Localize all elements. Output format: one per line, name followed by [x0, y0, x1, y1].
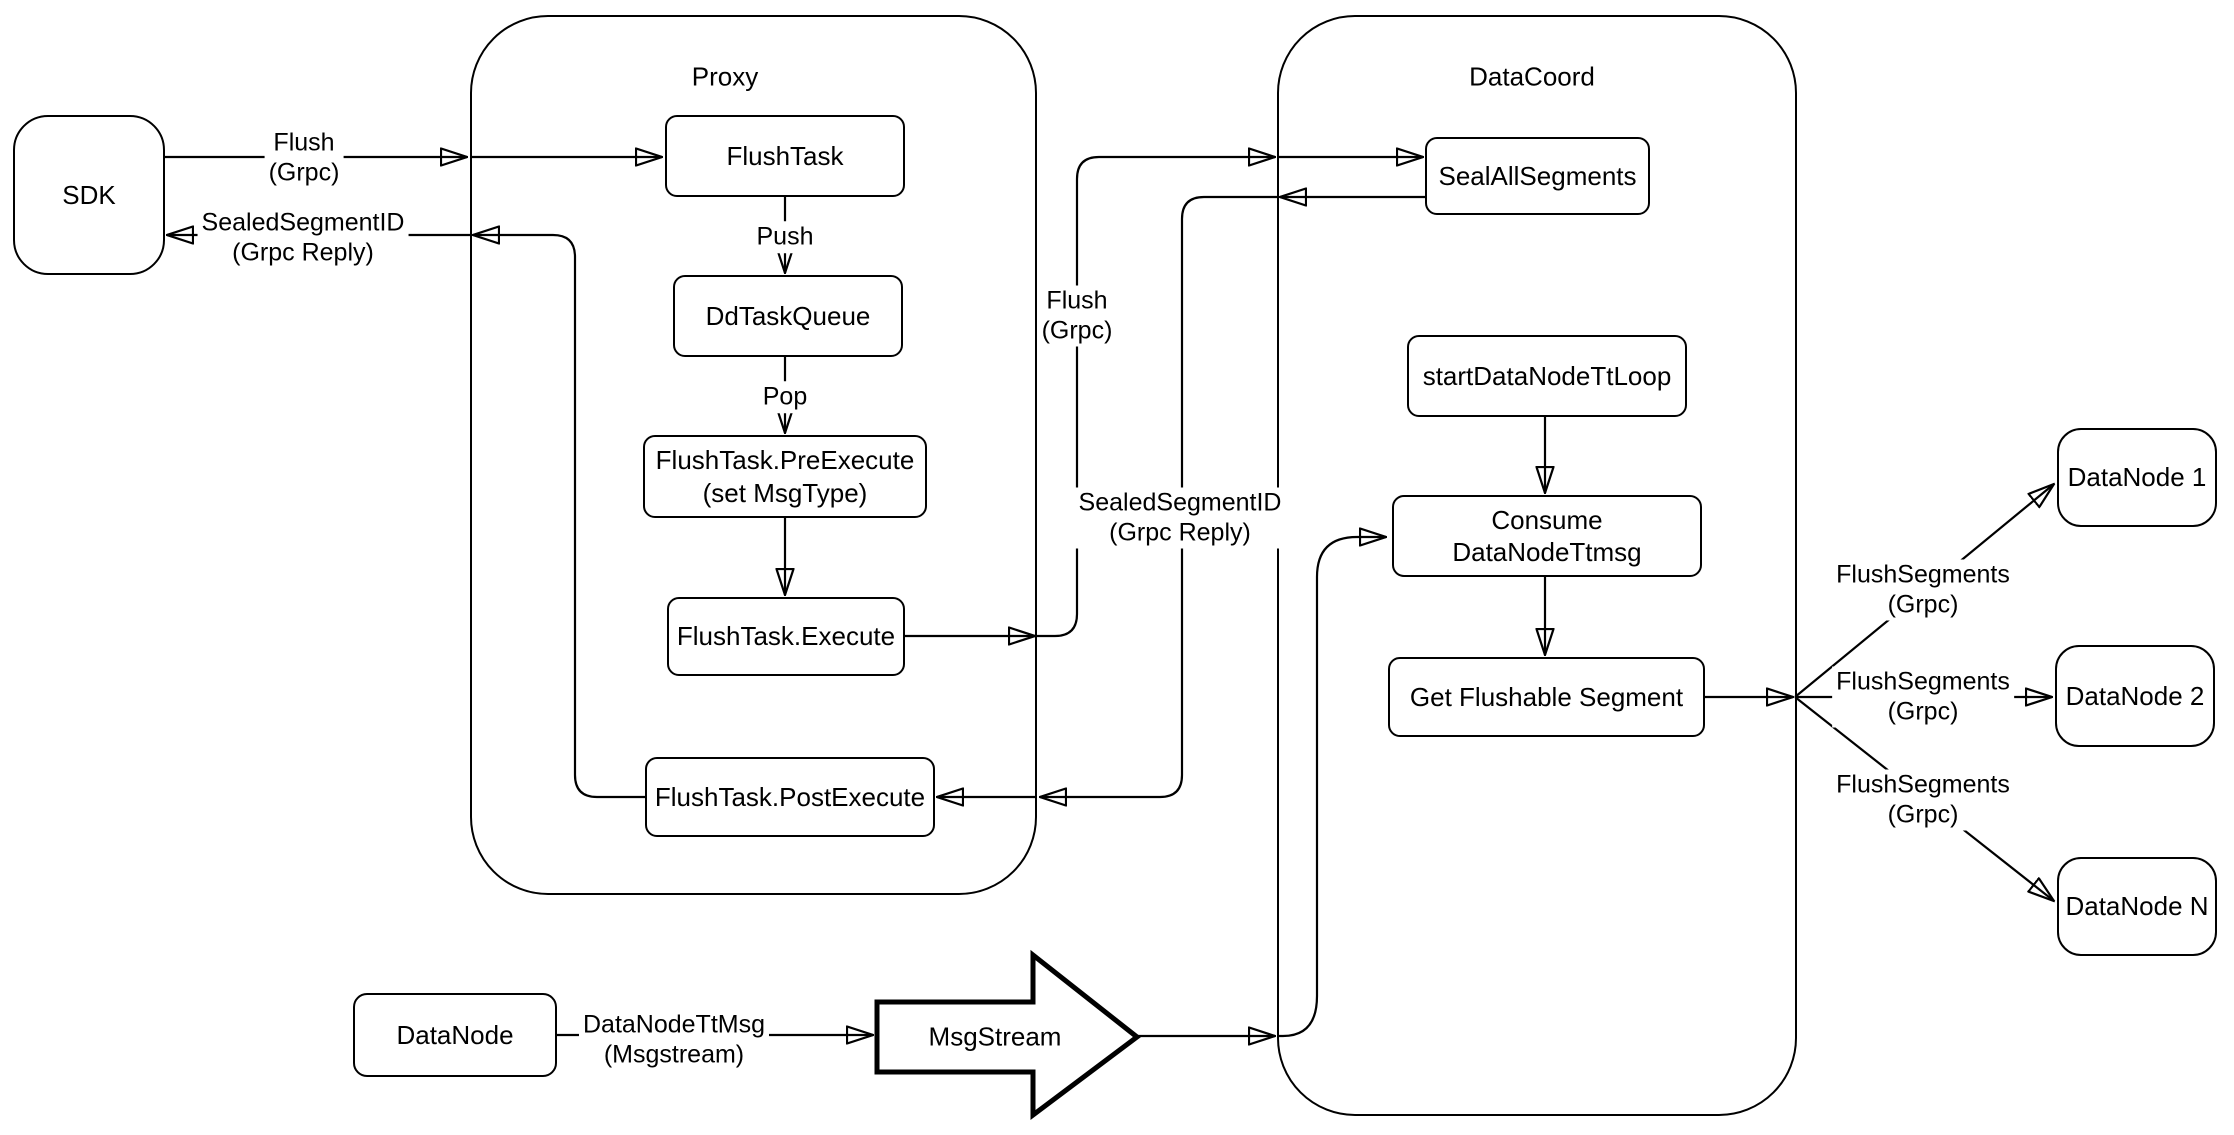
node-startdatanodettloop: startDataNodeTtLoop	[1407, 335, 1687, 417]
node-postexecute: FlushTask.PostExecute	[645, 757, 935, 837]
node-execute: FlushTask.Execute	[667, 597, 905, 676]
node-flushtask: FlushTask	[665, 115, 905, 197]
datacoord-title: DataCoord	[1469, 61, 1595, 92]
edge-label-sealedsegmentid-sdk: SealedSegmentID (Grpc Reply)	[197, 207, 409, 269]
node-datanode: DataNode	[353, 993, 557, 1077]
edge-proxy-to-datacoord	[1037, 157, 1275, 638]
edge-label-flushsegments-2: FlushSegments (Grpc)	[1832, 666, 2014, 728]
node-datanode-1: DataNode 1	[2057, 428, 2217, 527]
edge-label-push: Push	[752, 221, 818, 253]
node-sdk: SDK	[13, 115, 165, 275]
node-datanode-n: DataNode N	[2057, 857, 2217, 956]
node-datanode-2: DataNode 2	[2055, 645, 2215, 747]
edge-label-datanodettmsg: DataNodeTtMsg (Msgstream)	[578, 1009, 770, 1071]
edge-label-flushsegments-n: FlushSegments (Grpc)	[1832, 769, 2014, 831]
edge-label-flush-grpc-sdk: Flush (Grpc)	[264, 127, 344, 189]
proxy-container	[470, 15, 1037, 895]
edge-label-pop: Pop	[758, 381, 812, 413]
edge-label-flushsegments-1: FlushSegments (Grpc)	[1832, 559, 2014, 621]
proxy-title: Proxy	[691, 61, 759, 92]
node-getflushablesegment: Get Flushable Segment	[1388, 657, 1705, 737]
msgstream-label: MsgStream	[928, 1021, 1062, 1052]
node-sealallsegments: SealAllSegments	[1425, 137, 1650, 215]
edge-label-sealedsegmentid-datacoord: SealedSegmentID (Grpc Reply)	[1074, 487, 1286, 549]
node-ddtaskqueue: DdTaskQueue	[673, 275, 903, 357]
node-preexecute: FlushTask.PreExecute (set MsgType)	[643, 435, 927, 518]
node-consumedatanodettmsg: Consume DataNodeTtmsg	[1392, 495, 1702, 577]
edge-label-flush-grpc-datacoord: Flush (Grpc)	[1037, 285, 1117, 347]
